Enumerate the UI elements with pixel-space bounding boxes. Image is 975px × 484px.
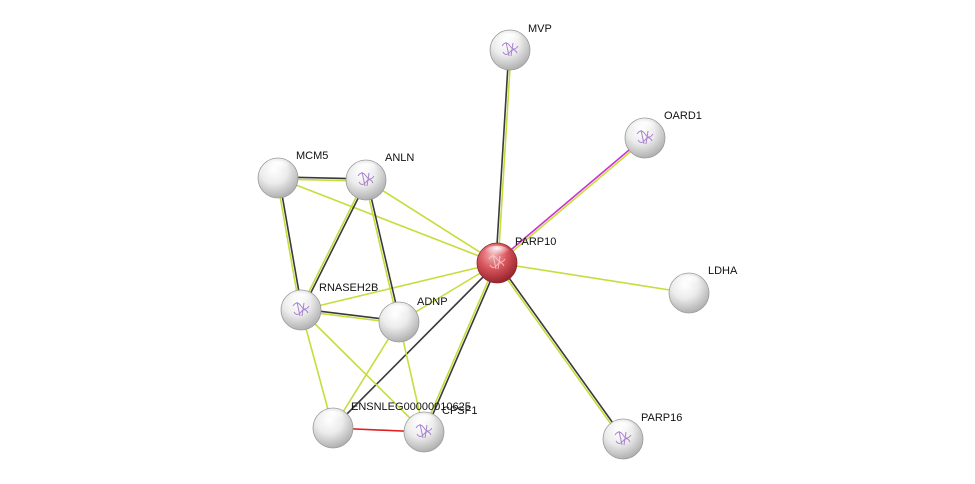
node-label: RNASEH2B	[319, 282, 378, 294]
edges-layer	[276, 49, 690, 441]
edge-mcm5-rnaseh2b[interactable]	[276, 177, 303, 311]
edge-evidence-yellow	[496, 138, 647, 265]
node-parp16[interactable]: PARP16	[602, 412, 682, 460]
edge-evidence-yellow	[299, 178, 366, 311]
protein-structure-icon	[501, 41, 519, 57]
node-gloss	[320, 410, 346, 424]
node-gloss	[632, 120, 658, 134]
edge-evidence-yellow	[300, 262, 498, 311]
edge-parp10-ldha[interactable]	[496, 262, 690, 294]
node-label: ENSNLEG00000010625	[351, 401, 471, 413]
edge-evidence-yellow	[300, 309, 425, 433]
node-ldha[interactable]: LDHA	[668, 265, 738, 314]
protein-structure-icon	[614, 430, 632, 446]
node-oard1[interactable]: OARD1	[624, 110, 702, 159]
node-parp10[interactable]: PARP10	[476, 236, 556, 284]
node-cpsf1[interactable]: CPSF1	[403, 405, 477, 453]
node-gloss	[386, 304, 412, 318]
edge-evidence-black	[278, 177, 303, 311]
node-label: ANLN	[385, 152, 414, 164]
edge-evidence-yellow	[495, 262, 623, 441]
node-rnaseh2b[interactable]: RNASEH2B	[280, 282, 378, 331]
edge-evidence-black	[301, 179, 368, 312]
edge-evidence-yellow	[496, 262, 690, 294]
edge-parp10-oard1[interactable]	[495, 136, 647, 265]
edge-evidence-black	[332, 262, 498, 429]
edge-evidence-black	[366, 178, 401, 323]
node-label: PARP16	[641, 412, 682, 424]
edge-evidence-black	[424, 262, 499, 434]
edge-evidence-yellow	[422, 261, 497, 433]
edge-evidence-yellow	[497, 49, 512, 264]
edge-anln-rnaseh2b[interactable]	[299, 178, 368, 312]
edge-anln-adnp[interactable]	[364, 178, 401, 324]
edge-parp10-anln[interactable]	[365, 179, 498, 264]
node-gloss	[610, 421, 636, 435]
edge-parp10-rnaseh2b[interactable]	[300, 262, 498, 311]
node-gloss	[411, 414, 437, 428]
protein-structure-icon	[636, 129, 654, 145]
edge-parp10-mcm5[interactable]	[277, 177, 498, 264]
node-anln[interactable]: ANLN	[345, 152, 414, 201]
edge-evidence-black	[495, 49, 510, 264]
protein-structure-icon	[415, 423, 433, 439]
node-adnp[interactable]: ADNP	[378, 296, 448, 343]
protein-structure-icon	[357, 171, 375, 187]
edge-parp10-parp16[interactable]	[495, 261, 625, 441]
edge-evidence-yellow	[364, 179, 399, 324]
node-label: PARP10	[515, 236, 556, 248]
node-label: ADNP	[417, 296, 448, 308]
node-label: MVP	[528, 23, 552, 35]
node-mvp[interactable]: MVP	[489, 23, 552, 71]
node-gloss	[484, 245, 510, 259]
node-label: CPSF1	[442, 405, 477, 417]
protein-structure-icon	[488, 254, 506, 270]
node-gloss	[265, 160, 291, 174]
edge-adnp-ensnleg[interactable]	[332, 321, 400, 429]
edge-evidence-yellow	[365, 179, 498, 264]
edge-evidence-black	[497, 261, 625, 440]
node-gloss	[353, 162, 379, 176]
edge-evidence-yellow	[276, 177, 301, 311]
node-ensnleg[interactable]: ENSNLEG00000010625	[312, 401, 471, 449]
node-label: OARD1	[664, 110, 702, 122]
edge-evidence-yellow	[277, 177, 498, 264]
node-gloss	[497, 32, 523, 46]
edge-parp10-cpsf1[interactable]	[422, 261, 499, 434]
node-mcm5[interactable]: MCM5	[257, 150, 328, 199]
node-label: MCM5	[296, 150, 328, 162]
node-gloss	[288, 292, 314, 306]
node-label: LDHA	[708, 265, 738, 277]
protein-structure-icon	[292, 301, 310, 317]
edge-parp10-ensnleg[interactable]	[332, 262, 498, 429]
edge-evidence-yellow	[332, 321, 400, 429]
edge-evidence-magenta	[495, 136, 646, 263]
edge-parp10-mvp[interactable]	[495, 49, 512, 264]
node-gloss	[676, 275, 702, 289]
edge-rnaseh2b-cpsf1[interactable]	[300, 309, 425, 433]
